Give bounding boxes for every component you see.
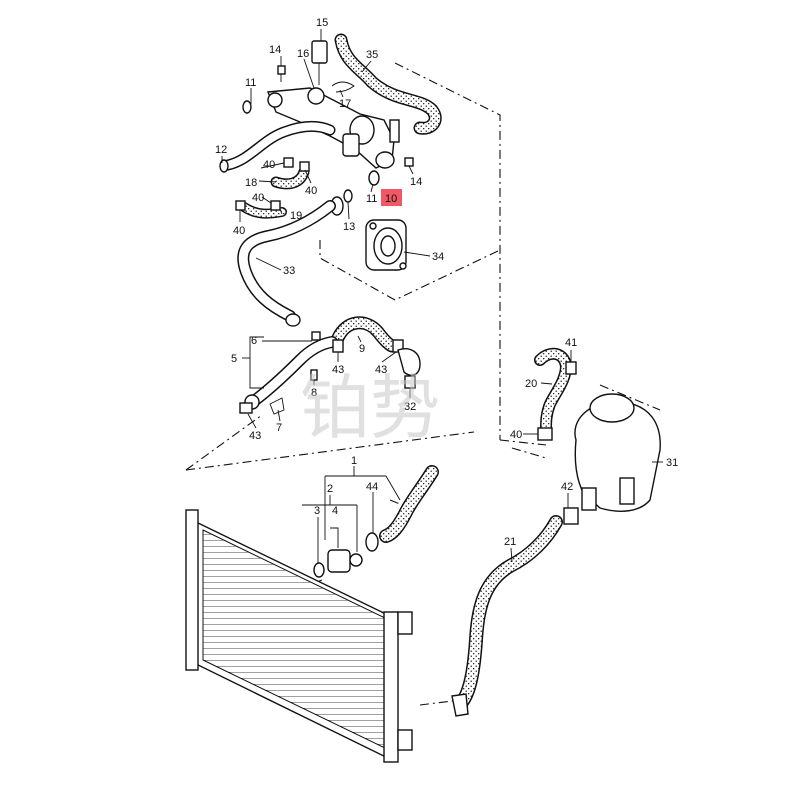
bracket-7 bbox=[269, 397, 285, 415]
pipe-12 bbox=[222, 120, 336, 171]
callout-14-right[interactable]: 14 bbox=[410, 176, 422, 188]
callout-20[interactable]: 20 bbox=[525, 378, 537, 390]
hose-21-end bbox=[451, 693, 469, 717]
bolt-6 bbox=[311, 331, 321, 341]
flange-port-mid bbox=[307, 87, 325, 105]
hose-9 bbox=[331, 316, 399, 353]
callout-32[interactable]: 32 bbox=[404, 401, 416, 413]
radiator bbox=[185, 509, 413, 763]
flange-port-front bbox=[375, 151, 395, 169]
callout-8[interactable]: 8 bbox=[311, 387, 317, 399]
watermark: 铂势 bbox=[300, 367, 440, 449]
hose-1 bbox=[379, 465, 439, 543]
o-ring-right bbox=[368, 170, 380, 186]
callout-3[interactable]: 3 bbox=[314, 505, 320, 517]
callout-18[interactable]: 18 bbox=[245, 177, 257, 189]
pipe-33 bbox=[237, 200, 336, 322]
callout-7[interactable]: 7 bbox=[276, 422, 282, 434]
hose-20 bbox=[534, 347, 572, 436]
flange-4-port bbox=[349, 553, 363, 567]
callout-21[interactable]: 21 bbox=[504, 536, 516, 548]
tank-cap bbox=[589, 393, 635, 423]
radiator-left-tank bbox=[185, 509, 199, 671]
callout-40-tank[interactable]: 40 bbox=[510, 429, 522, 441]
hose-35-end-fitting bbox=[389, 119, 400, 143]
flange-4 bbox=[327, 549, 351, 573]
highlight-callout-box bbox=[381, 189, 402, 206]
callout-13[interactable]: 13 bbox=[343, 221, 355, 233]
leader-lines bbox=[221, 29, 663, 563]
callout-9[interactable]: 9 bbox=[359, 343, 365, 355]
callout-43-a[interactable]: 43 bbox=[332, 364, 344, 376]
pipe-12-end bbox=[219, 159, 229, 173]
part-34-outlet-housing bbox=[365, 219, 407, 271]
o-ring-left bbox=[242, 100, 252, 114]
callout-labels: 15 14 16 35 11 17 12 40 18 40 11 10 14 4… bbox=[215, 17, 678, 548]
callout-44[interactable]: 44 bbox=[366, 481, 378, 493]
clamp-44 bbox=[365, 532, 379, 552]
expansion-tank-31 bbox=[574, 393, 661, 512]
callout-40-b[interactable]: 40 bbox=[305, 185, 317, 197]
callout-15[interactable]: 15 bbox=[316, 17, 328, 29]
callout-34[interactable]: 34 bbox=[432, 251, 444, 263]
tank-bracket bbox=[619, 477, 635, 505]
callout-35[interactable]: 35 bbox=[366, 49, 378, 61]
tank-outlet bbox=[581, 487, 597, 511]
clamp-41 bbox=[565, 361, 577, 375]
retaining-clip bbox=[331, 81, 355, 93]
clamp-40-d bbox=[270, 200, 281, 211]
clamp-43-c bbox=[239, 402, 253, 414]
callout-14-top[interactable]: 14 bbox=[269, 44, 281, 56]
hose-19 bbox=[239, 202, 287, 219]
pipe-5 bbox=[244, 336, 338, 410]
temperature-sensor bbox=[311, 40, 328, 64]
hose-18 bbox=[270, 166, 310, 190]
callout-43-b[interactable]: 43 bbox=[375, 364, 387, 376]
clamp-40-tank bbox=[537, 427, 553, 441]
callout-33[interactable]: 33 bbox=[283, 265, 295, 277]
clamp-40-c bbox=[235, 200, 246, 211]
callout-11-left[interactable]: 11 bbox=[245, 77, 256, 89]
callout-19[interactable]: 19 bbox=[290, 210, 302, 222]
clamp-40-b bbox=[299, 161, 310, 172]
flange-socket bbox=[342, 133, 360, 157]
callout-40-d[interactable]: 40 bbox=[233, 225, 245, 237]
part-32-connector bbox=[397, 348, 421, 389]
radiator-top-fitting bbox=[397, 611, 413, 635]
radiator-bottom-fitting bbox=[397, 729, 413, 751]
callout-16[interactable]: 16 bbox=[297, 48, 309, 60]
hose-21 bbox=[455, 515, 563, 709]
callout-2[interactable]: 2 bbox=[327, 483, 333, 495]
flange-port-left bbox=[267, 92, 283, 108]
callout-4[interactable]: 4 bbox=[332, 505, 338, 517]
hose-35 bbox=[334, 33, 442, 135]
callout-40-a[interactable]: 40 bbox=[263, 159, 275, 171]
seal-ring bbox=[343, 189, 353, 203]
callout-42[interactable]: 42 bbox=[561, 481, 573, 493]
callout-6[interactable]: 6 bbox=[251, 335, 257, 347]
callout-5[interactable]: 5 bbox=[231, 353, 237, 365]
callout-43-c[interactable]: 43 bbox=[249, 430, 261, 442]
callout-17[interactable]: 17 bbox=[339, 98, 351, 110]
clamp-43-a bbox=[332, 339, 344, 353]
clamp-42 bbox=[563, 507, 579, 525]
bolt-top bbox=[277, 65, 286, 75]
callout-1[interactable]: 1 bbox=[351, 455, 357, 467]
callout-12[interactable]: 12 bbox=[215, 144, 227, 156]
callout-11-right[interactable]: 11 bbox=[366, 193, 377, 205]
callout-31[interactable]: 31 bbox=[666, 457, 678, 469]
radiator-right-tank bbox=[383, 611, 399, 763]
callout-10-highlighted[interactable]: 10 bbox=[385, 193, 397, 205]
pipe-33-end bbox=[285, 313, 301, 327]
o-ring-3 bbox=[313, 562, 325, 578]
bolt-right bbox=[404, 157, 414, 167]
callout-40-c[interactable]: 40 bbox=[252, 192, 264, 204]
callout-41[interactable]: 41 bbox=[565, 337, 577, 349]
clamp-40-a bbox=[283, 157, 294, 168]
